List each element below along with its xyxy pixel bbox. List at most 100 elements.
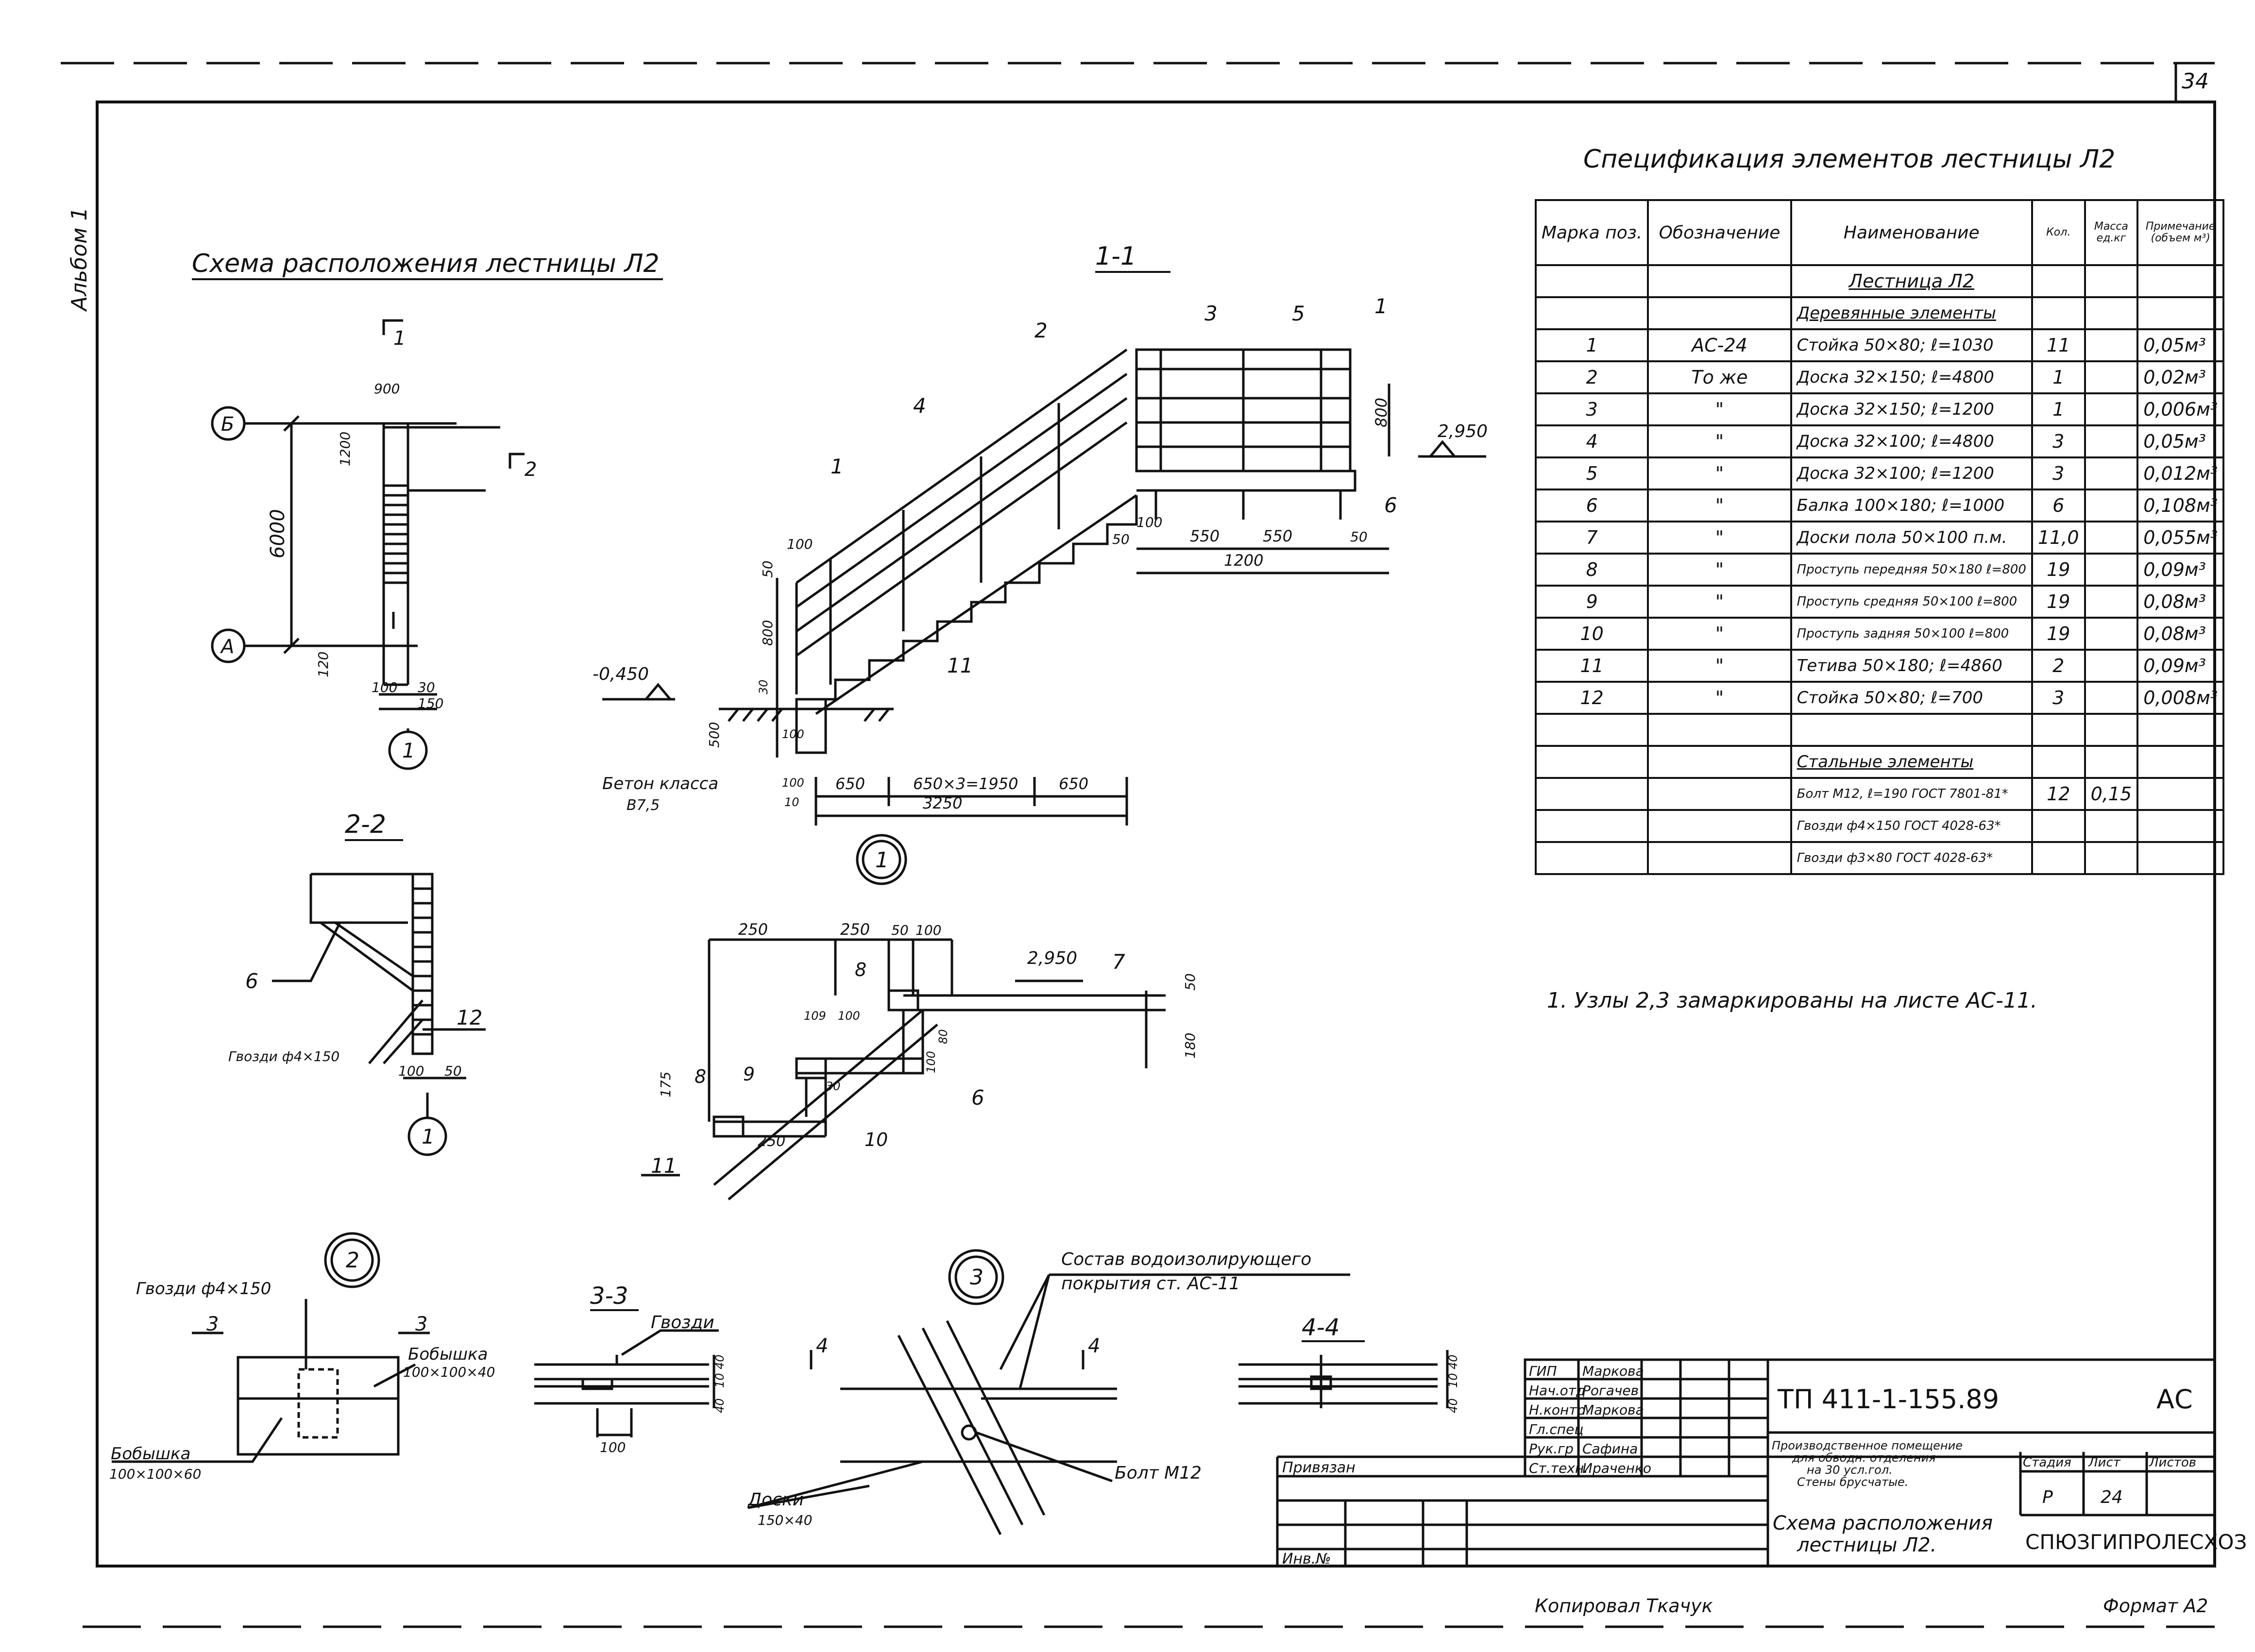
section-11-dim-top-100: 100 bbox=[1136, 514, 1162, 530]
spec-ref: " bbox=[1647, 553, 1792, 587]
node-3-boards: Доски bbox=[747, 1490, 804, 1510]
stair-detail-mark-10: 10 bbox=[865, 1129, 888, 1150]
node-2-cut-left: 3 bbox=[206, 1313, 219, 1335]
spec-ref: " bbox=[1647, 521, 1792, 555]
spec-note: 0,09м³ bbox=[2136, 649, 2224, 683]
stair-detail-dim-30: 30 bbox=[826, 1079, 841, 1093]
table-row: Гвозди ф4×150 ГОСТ 4028-63* bbox=[1534, 809, 2224, 843]
spec-pos: 2 bbox=[1534, 360, 1649, 394]
node-3-drawing: 3 Состав водоизолирующего покрытия ст. А… bbox=[747, 1249, 1350, 1535]
tb-name-5: Ираченко bbox=[1582, 1460, 1651, 1476]
title-block: ГИП Нач.отд Н.контр. Гл.спец Рук.гр Ст.т… bbox=[1276, 1358, 2247, 1568]
spec-ref: " bbox=[1647, 489, 1792, 523]
spec-note: 0,055м³ bbox=[2136, 521, 2224, 555]
section-11-mark-2: 2 bbox=[1034, 319, 1048, 342]
scheme-dim-6000: 6000 bbox=[267, 509, 289, 558]
stair-detail-dim-50b: 50 bbox=[1182, 973, 1198, 991]
stair-detail-dim-109: 109 bbox=[804, 1009, 826, 1023]
spec-pos: 8 bbox=[1534, 553, 1649, 587]
section-22-title: 2-2 bbox=[345, 810, 386, 839]
spec-item-name: Проступь задняя 50×100 ℓ=800 bbox=[1790, 617, 2033, 651]
section-11-mark-5: 5 bbox=[1292, 302, 1305, 325]
section-22-dim-100: 100 bbox=[398, 1063, 424, 1079]
tb-name-4: Сафина bbox=[1582, 1441, 1638, 1457]
section-11-level-top: 2,950 bbox=[1438, 421, 1488, 441]
section-11-dim-left-800: 800 bbox=[760, 620, 776, 646]
spec-item-name: Балка 100×180; ℓ=1000 bbox=[1790, 489, 2033, 523]
section-22-mark-6: 6 bbox=[245, 969, 258, 993]
spec-item-name: Стойка 50×80; ℓ=1030 bbox=[1790, 328, 2033, 362]
spec-pos: 1 bbox=[1534, 328, 1649, 362]
footer-copied: Копировал Ткачук bbox=[1535, 1595, 1713, 1617]
spec-ref: " bbox=[1647, 456, 1792, 490]
stair-detail-dim-50: 50 bbox=[891, 922, 909, 938]
tb-object-line3: на 30 усл.гол. bbox=[1807, 1463, 1893, 1477]
section-33-dim-100: 100 bbox=[600, 1439, 626, 1455]
spec-item-name: Доска 32×100; ℓ=4800 bbox=[1790, 424, 2033, 458]
spec-qty: 6 bbox=[2031, 489, 2086, 523]
stair-detail-dim-175: 175 bbox=[658, 1072, 674, 1097]
node-3-bolt: Болт М12 bbox=[1115, 1463, 1202, 1483]
spec-item-name: Тетива 50×180; ℓ=4860 bbox=[1790, 649, 2033, 683]
section-33-dim-40a: 40 bbox=[713, 1354, 727, 1369]
stair-detail-dim-100: 100 bbox=[916, 922, 941, 938]
scheme-dim-120: 120 bbox=[315, 652, 331, 677]
tb-object-line2: для обводн. отделения bbox=[1792, 1451, 1936, 1465]
node-2-drawing: 2 Гвозди ф4×150 3 3 Бобышка 100×100×40 Б… bbox=[109, 1232, 495, 1482]
section-44-title: 4-4 bbox=[1302, 1314, 1339, 1341]
spec-steel-mass bbox=[2084, 841, 2139, 875]
spec-note: 0,012м³ bbox=[2136, 456, 2224, 490]
spec-title: Спецификация элементов лестницы Л2 bbox=[1583, 145, 2116, 174]
spec-ref: То же bbox=[1647, 360, 1792, 394]
section-22-node-1: 1 bbox=[422, 1125, 435, 1148]
stair-detail-drawing: 250 250 50 100 2,950 7 8 8 9 10 6 11 50 … bbox=[641, 920, 1198, 1200]
spec-steel-qty bbox=[2031, 809, 2086, 843]
spec-ref: " bbox=[1647, 392, 1792, 426]
node-2-washer-bottom-size: 100×100×60 bbox=[109, 1466, 201, 1482]
spec-mass bbox=[2084, 456, 2139, 490]
spec-mass bbox=[2084, 489, 2139, 523]
spec-qty: 19 bbox=[2031, 585, 2086, 619]
tb-name-1: Рогачев bbox=[1582, 1382, 1639, 1399]
tb-bound: Привязан bbox=[1282, 1459, 1356, 1476]
spec-steel-name: Гвозди ф4×150 ГОСТ 4028-63* bbox=[1790, 809, 2033, 843]
tb-code: ТП 411-1-155.89 bbox=[1777, 1384, 1999, 1415]
section-11-dim-top-550a: 550 bbox=[1190, 527, 1220, 545]
section-11-mark-11: 11 bbox=[947, 654, 973, 677]
section-22-mark-12: 12 bbox=[457, 1006, 482, 1029]
section-11-dim-left-10: 10 bbox=[784, 795, 799, 809]
node-3-num: 3 bbox=[970, 1265, 983, 1290]
spec-qty: 11,0 bbox=[2031, 521, 2086, 555]
spec-note: 0,08м³ bbox=[2136, 585, 2224, 619]
section-11-node-1: 1 bbox=[875, 848, 889, 873]
spec-steel-qty bbox=[2031, 841, 2086, 875]
section-11-concrete-class: В7,5 bbox=[627, 797, 660, 814]
spec-note: 0,05м³ bbox=[2136, 328, 2224, 362]
sheet-corner-number: 34 bbox=[2182, 69, 2209, 94]
tb-name-0: Маркова bbox=[1582, 1363, 1644, 1379]
node-2-washer-top-size: 100×100×40 bbox=[403, 1364, 495, 1380]
table-row: Гвозди ф3×80 ГОСТ 4028-63* bbox=[1534, 841, 2224, 875]
spec-note: 0,09м³ bbox=[2136, 553, 2224, 587]
stair-detail-dim-250b: 250 bbox=[840, 920, 870, 939]
stair-detail-dim-80: 80 bbox=[936, 1029, 950, 1044]
spec-note: 0,008м³ bbox=[2136, 681, 2224, 715]
section-11-dim-bottom-650a: 650 bbox=[835, 775, 865, 793]
spec-item-name: Проступь передняя 50×180 ℓ=800 bbox=[1790, 553, 2033, 587]
section-11-title: 1-1 bbox=[1095, 242, 1136, 271]
album-label: Альбом 1 bbox=[67, 207, 92, 312]
tb-drawing-line2: лестницы Л2. bbox=[1797, 1534, 1936, 1556]
scheme-title: Схема расположения лестницы Л2 bbox=[192, 249, 660, 278]
spec-group-wood: Деревянные элементы bbox=[1790, 296, 2033, 330]
spec-header-qty: Кол. bbox=[2031, 199, 2086, 266]
tb-role-3: Гл.спец bbox=[1529, 1421, 1583, 1437]
spec-note: 0,108м³ bbox=[2136, 489, 2224, 523]
section-11-dim-top-50a: 50 bbox=[1112, 531, 1130, 547]
spec-qty: 1 bbox=[2031, 360, 2086, 394]
spec-header-mass: Масса ед.кг bbox=[2084, 199, 2139, 266]
node-3-boards-size: 150×40 bbox=[758, 1512, 813, 1528]
spec-note: 0,08м³ bbox=[2136, 617, 2224, 651]
